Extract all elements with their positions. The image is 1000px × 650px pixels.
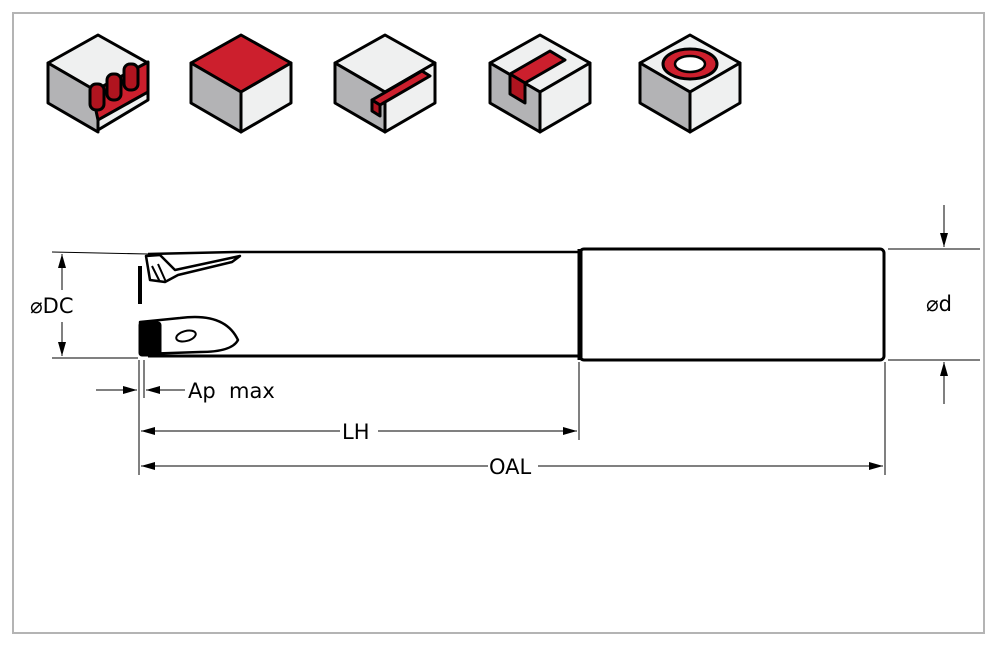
dc-label: ⌀DC	[30, 294, 73, 318]
oal-label: OAL	[489, 455, 532, 479]
slot-milling-icon	[488, 33, 592, 134]
dc-dimension	[51, 251, 149, 359]
ap-max-label: Ap max	[188, 379, 275, 403]
end-mill-tool	[138, 247, 886, 362]
d-dimension	[888, 205, 980, 404]
drawing-frame	[12, 12, 985, 634]
plunge-milling-icon	[46, 33, 150, 134]
helical-interpolation-icon	[638, 33, 742, 134]
oal-dimension	[141, 362, 886, 475]
face-milling-icon	[189, 33, 293, 134]
shoulder-milling-icon	[333, 33, 437, 134]
lh-dimension	[141, 362, 580, 440]
d-label: ⌀d	[926, 292, 952, 316]
ap-max-dimension	[96, 360, 185, 475]
lh-label: LH	[342, 420, 370, 444]
